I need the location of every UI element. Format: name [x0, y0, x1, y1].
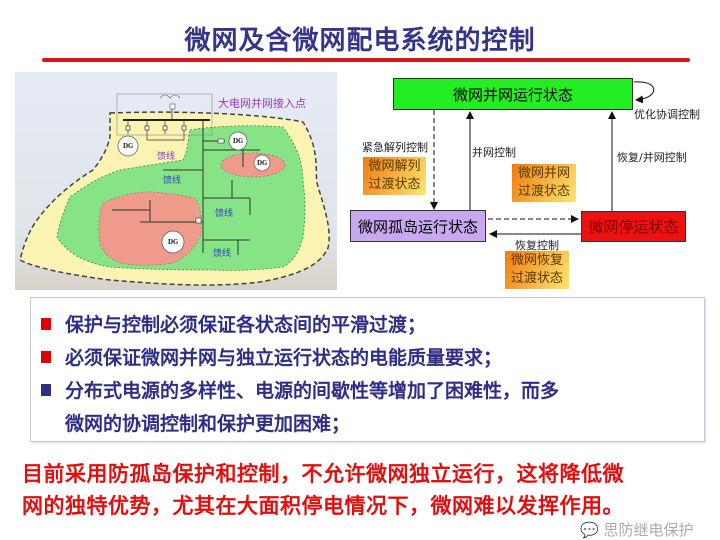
transition-recover: 微网恢复过渡状态	[505, 251, 569, 289]
state-islanded: 微网孤岛运行状态	[350, 210, 486, 242]
bullet-item: 保护与控制必须保证各状态间的平滑过渡；	[41, 310, 426, 337]
feeder-label: 馈线	[215, 207, 233, 219]
conclusion-line: 网的独特优势，尤其在大面积停电情况下，微网难以发挥作用。	[22, 494, 624, 518]
arrow-optimize-loop	[633, 81, 655, 104]
state-arrows	[430, 81, 655, 238]
square-bullet-icon	[41, 384, 51, 396]
dg-label: DG	[233, 138, 243, 145]
bullet-item: 必须保证微网并网与独立运行状态的电能质量要求；	[41, 343, 502, 370]
microgrid-map: DG DG DG DG 大电网并网接入点 馈线 馈线 馈线 馈线	[15, 72, 337, 290]
bullet-continuation: 微网的协调控制和保护更加困难；	[65, 413, 351, 435]
transition-split: 微网解列过渡状态	[363, 157, 426, 195]
square-bullet-icon	[41, 318, 51, 330]
dg-node	[228, 131, 248, 151]
bullet-list: 保护与控制必须保证各状态间的平滑过渡； 必须保证微网并网与独立运行状态的电能质量…	[30, 297, 705, 442]
transformer-icon	[159, 94, 181, 99]
dg-node	[117, 135, 139, 157]
dg-label: DG	[257, 160, 267, 167]
connect-control-label: 并网控制	[472, 146, 516, 159]
bullet-text: 保护与控制必须保证各状态间的平滑过渡；	[65, 314, 427, 336]
dg-label: DG	[168, 239, 178, 246]
watermark: 💬 思防继电保护	[580, 521, 693, 539]
dg-nodes	[117, 131, 271, 254]
feeder-label: 馈线	[213, 247, 231, 259]
conclusion-line: 目前采用防孤岛保护和控制，不允许微网独立运行，这将降低微	[22, 462, 624, 486]
bullet-text: 分布式电源的多样性、电源的间歇性等增加了困难性，而多	[65, 380, 560, 402]
title-divider	[42, 58, 690, 62]
recover-control-label: 恢复控制	[515, 239, 559, 252]
feeder-lines	[112, 120, 260, 255]
state-grid-connected: 微网并网运行状态	[393, 78, 633, 110]
feeder-label: 馈线	[163, 174, 181, 186]
dg-label: DG	[123, 143, 133, 150]
bullet-text: 必须保证微网并网与独立运行状态的电能质量要求；	[65, 347, 503, 369]
grid-connection-label: 大电网并网接入点	[218, 96, 306, 110]
emergency-split-control-label: 紧急解列控制	[362, 141, 428, 154]
bus-breakers	[125, 120, 187, 141]
optimize-control-label: 优化协调控制	[634, 108, 700, 121]
pink-zone-small	[220, 152, 286, 178]
state-shutdown: 微网停运状态	[581, 211, 686, 242]
wechat-icon: 💬	[580, 521, 599, 539]
feeder-label: 馈线	[157, 150, 175, 162]
breaker-icon	[169, 103, 176, 110]
page-title: 微网及含微网配电系统的控制	[184, 26, 536, 56]
transition-connect: 微网并网过渡状态	[512, 164, 576, 202]
recover-connect-control-label: 恢复/并网控制	[617, 151, 687, 164]
dg-node	[161, 230, 185, 254]
dg-node	[253, 154, 271, 172]
grid-connection-frame	[116, 93, 213, 136]
watermark-text: 思防继电保护	[603, 521, 694, 539]
bullet-item: 分布式电源的多样性、电源的间歇性等增加了困难性，而多	[41, 376, 559, 403]
square-bullet-icon	[41, 351, 51, 363]
